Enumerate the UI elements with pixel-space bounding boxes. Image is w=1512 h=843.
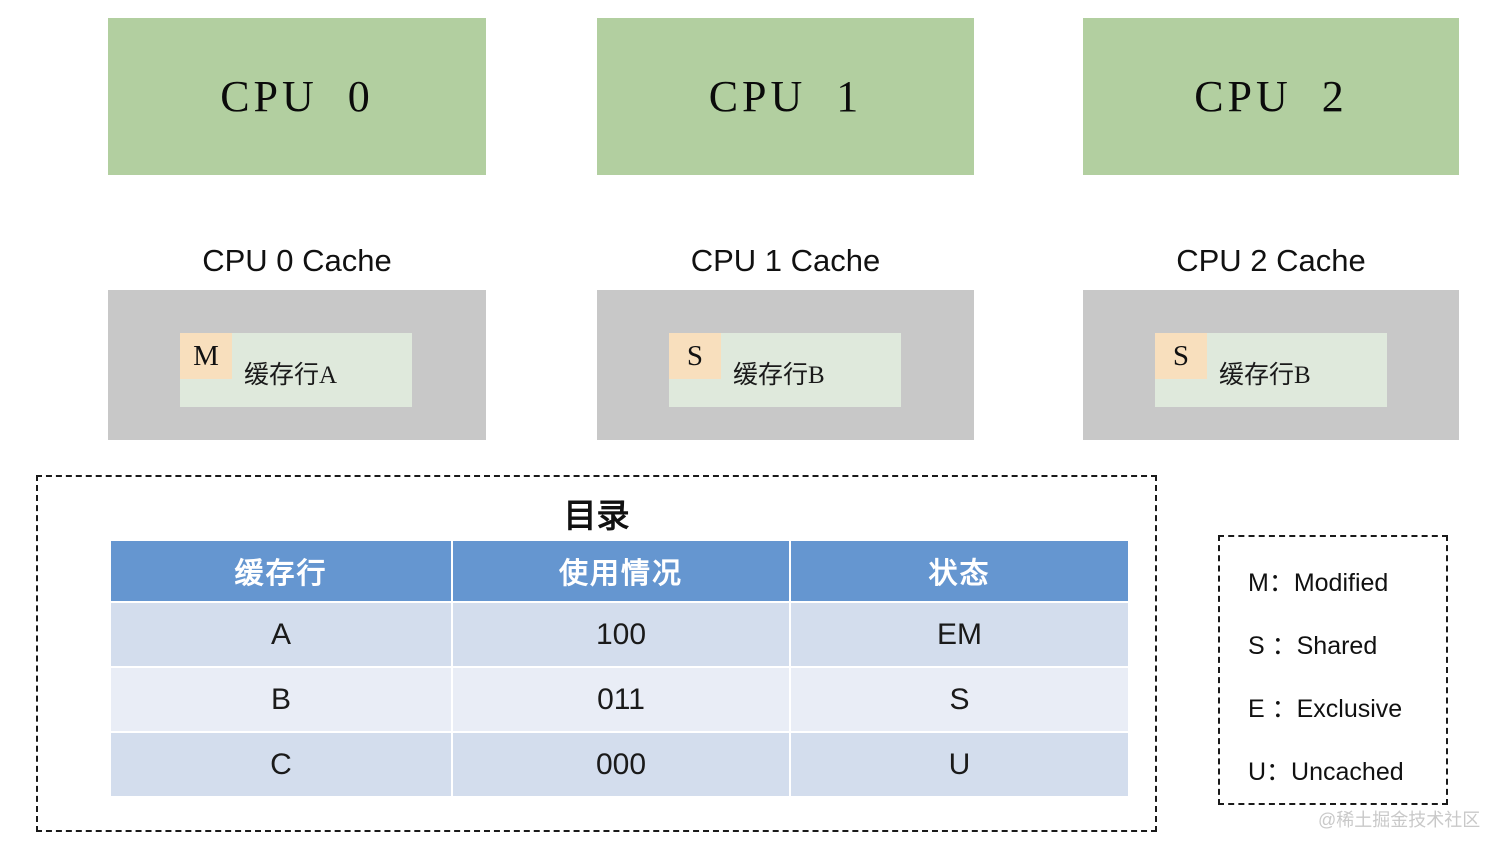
cache-line-state-badge: M: [180, 333, 232, 379]
legend-panel: M：Modified S ：Shared E ：Exclusive U：Unca…: [1218, 535, 1448, 805]
cache-box-1: S 缓存行B: [597, 290, 974, 440]
cache-box-0: M 缓存行A: [108, 290, 486, 440]
table-row: A 100 EM: [111, 603, 1128, 666]
cache-line-1: S 缓存行B: [669, 333, 901, 407]
cache-line-name: 缓存行A: [244, 362, 338, 389]
cache-line-state-badge: S: [669, 333, 721, 379]
watermark: @稀土掘金技术社区: [1318, 810, 1481, 830]
directory-table: 缓存行 使用情况 状态 A 100 EM B 011 S C 000 U: [109, 539, 1130, 798]
cell-state: U: [791, 733, 1128, 796]
cache-line-name: 缓存行B: [1219, 362, 1311, 389]
cache-title-1: CPU 1 Cache: [690, 243, 881, 278]
cell-state: EM: [791, 603, 1128, 666]
table-header-row: 缓存行 使用情况 状态: [111, 541, 1128, 601]
cpu-box-1: CPU 1: [597, 18, 974, 175]
cell-usage: 000: [453, 733, 789, 796]
cpu-box-label: CPU 0: [220, 72, 374, 121]
cache-line-name: 缓存行B: [733, 362, 825, 389]
cache-box-2: S 缓存行B: [1083, 290, 1459, 440]
cache-title-0: CPU 0 Cache: [202, 243, 392, 278]
cache-line-state-badge: S: [1155, 333, 1207, 379]
cache-title-2: CPU 2 Cache: [1176, 243, 1366, 278]
legend-item-shared: S ：Shared: [1248, 632, 1378, 660]
cell-usage: 011: [453, 668, 789, 731]
column-header-state: 状态: [791, 541, 1128, 601]
column-header-usage: 使用情况: [453, 541, 789, 601]
cache-line-2: S 缓存行B: [1155, 333, 1387, 407]
directory-panel: 目录 缓存行 使用情况 状态 A 100 EM B 011 S: [36, 475, 1157, 832]
cpu-box-label: CPU 2: [1194, 72, 1348, 121]
cell-cache-line: A: [111, 603, 451, 666]
legend-item-modified: M：Modified: [1248, 569, 1389, 597]
directory-title: 目录: [563, 497, 630, 534]
cell-cache-line: C: [111, 733, 451, 796]
cell-state: S: [791, 668, 1128, 731]
legend-item-uncached: U：Uncached: [1248, 758, 1404, 786]
cpu-box-0: CPU 0: [108, 18, 486, 175]
cpu-box-2: CPU 2: [1083, 18, 1459, 175]
cpu-box-label: CPU 1: [708, 72, 863, 121]
legend-item-exclusive: E ：Exclusive: [1248, 695, 1403, 723]
column-header-cache-line: 缓存行: [111, 541, 451, 601]
table-row: B 011 S: [111, 668, 1128, 731]
cell-usage: 100: [453, 603, 789, 666]
cell-cache-line: B: [111, 668, 451, 731]
cache-line-0: M 缓存行A: [180, 333, 412, 407]
table-row: C 000 U: [111, 733, 1128, 796]
